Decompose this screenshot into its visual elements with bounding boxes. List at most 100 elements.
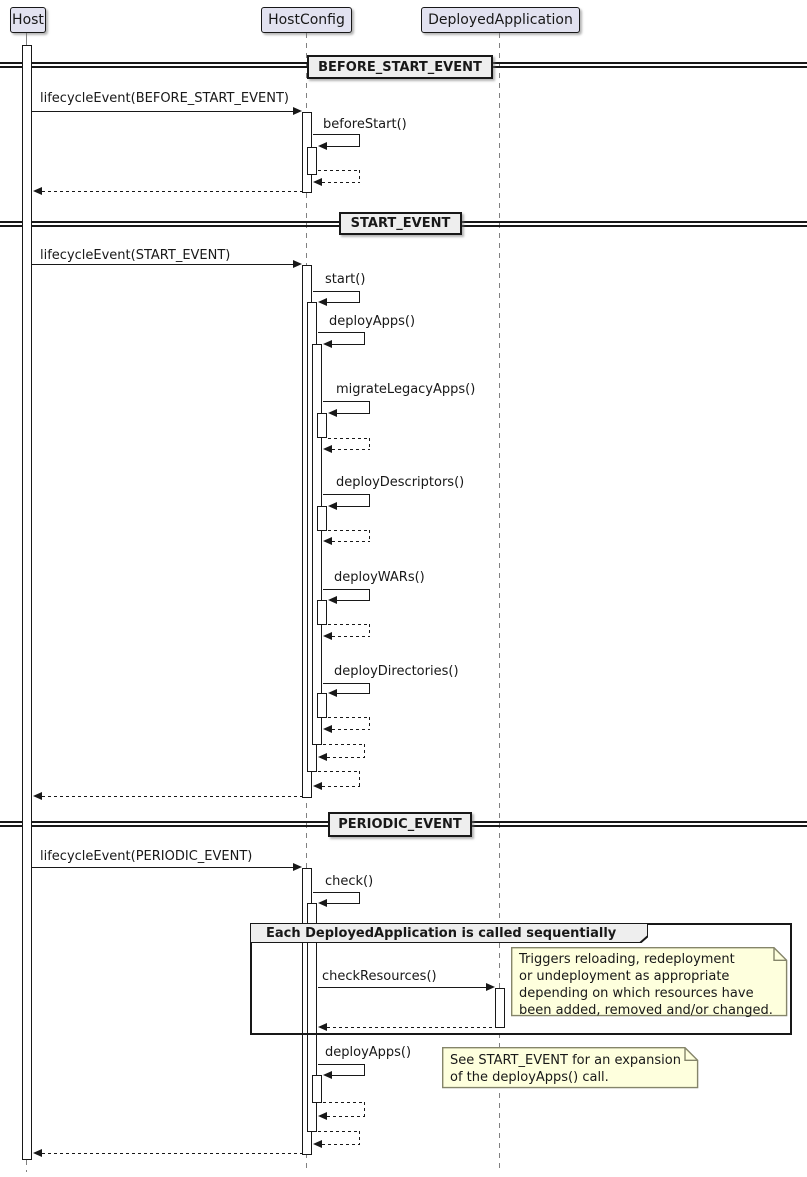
- arrowhead-return-deploywars: [323, 632, 332, 640]
- lifeline-host-tail: [26, 1160, 27, 1172]
- return-migratelegacyapps-out-line: [328, 438, 370, 440]
- participant-label-hostconfig: HostConfig: [268, 12, 345, 28]
- msg-start-back-line: [326, 302, 360, 304]
- return-deploydescriptors-out-line: [328, 530, 370, 532]
- msg-migratelegacyapps-out-line: [323, 401, 370, 403]
- message-label-migratelegacyapps: migrateLegacyApps(): [336, 382, 476, 397]
- message-line-lifecycle-periodic: [32, 867, 296, 869]
- divider-label-before-start-event: BEFORE_START_EVENT: [318, 59, 482, 75]
- msg-check-back-line: [326, 903, 360, 905]
- activation-deployedapplication-checkresources: [495, 988, 505, 1028]
- msg-start-out-line: [313, 291, 360, 293]
- participant-box-deployedapplication: DeployedApplication: [421, 7, 580, 33]
- group-title: Each DeployedApplication is called seque…: [266, 926, 617, 941]
- participant-box-hostconfig: HostConfig: [261, 7, 352, 33]
- message-label-start: start(): [325, 272, 366, 287]
- lifeline-deployedapplication: [499, 33, 500, 1172]
- return-start-back-line: [322, 786, 360, 788]
- msg-deploydescriptors-corner: [369, 494, 371, 507]
- divider-box-start-event: START_EVENT: [339, 212, 462, 235]
- msg-check-corner: [359, 892, 361, 904]
- msg-deployapps-periodic-back-line: [331, 1075, 365, 1077]
- arrowhead-return-to-host-periodic: [33, 1149, 42, 1157]
- note-see-start-shape: [442, 1047, 699, 1089]
- msg-deploywars-out-line: [323, 589, 370, 591]
- arrowhead-return-start: [313, 782, 322, 790]
- return-deploywars-corner: [369, 624, 371, 637]
- note-triggers-line2: or undeployment as appropriate: [519, 969, 730, 984]
- arrowhead-deploywars: [328, 596, 337, 604]
- participant-label-host: Host: [12, 12, 44, 28]
- arrowhead-return-checkresources: [318, 1023, 327, 1031]
- arrowhead-lifecycle-before-start: [293, 107, 302, 115]
- message-label-checkresources: checkResources(): [322, 969, 437, 984]
- group-header-shape: [250, 923, 648, 943]
- message-label-beforestart: beforeStart(): [323, 117, 407, 132]
- return-to-host-start-line: [42, 796, 302, 798]
- msg-deployapps-back-line: [331, 344, 365, 346]
- participant-box-host: Host: [10, 7, 46, 33]
- arrowhead-lifecycle-periodic: [293, 863, 302, 871]
- return-deployapps-corner: [364, 744, 366, 758]
- arrowhead-return-check: [313, 1140, 322, 1148]
- msg-deploydirectories-corner: [369, 683, 371, 694]
- msg-deploydescriptors-out-line: [323, 494, 370, 496]
- message-line-checkresources: [318, 987, 489, 989]
- msg-deployapps-corner: [364, 332, 366, 345]
- msg-deploydirectories-back-line: [336, 693, 370, 695]
- message-label-deployapps: deployApps(): [329, 314, 416, 329]
- msg-deployapps-periodic-out-line: [318, 1064, 365, 1066]
- message-label-lifecycle-periodic: lifecycleEvent(PERIODIC_EVENT): [40, 849, 253, 864]
- note-see-start-line2: of the deployApps() call.: [450, 1070, 609, 1085]
- arrowhead-beforestart: [318, 142, 327, 150]
- message-label-deployapps-periodic: deployApps(): [325, 1045, 412, 1060]
- message-label-deploywars: deployWARs(): [334, 570, 425, 585]
- return-deployapps-periodic-out-line: [323, 1102, 365, 1104]
- arrowhead-return-migratelegacyapps: [323, 445, 332, 453]
- arrowhead-checkresources: [486, 983, 495, 991]
- participant-label-deployedapplication: DeployedApplication: [428, 12, 573, 28]
- return-check-corner: [359, 1131, 361, 1145]
- note-triggers-line4: been added, removed and/or changed.: [519, 1003, 773, 1018]
- msg-deploydirectories-out-line: [323, 683, 370, 685]
- message-line-lifecycle-start: [32, 264, 296, 266]
- arrowhead-deploydirectories: [328, 689, 337, 697]
- note-triggers-line1: Triggers reloading, redeployment: [519, 952, 735, 967]
- return-beforestart-back-line: [322, 182, 360, 184]
- arrowhead-return-deployapps-periodic: [318, 1112, 327, 1120]
- msg-beforestart-back-line: [326, 146, 360, 148]
- message-label-lifecycle-start: lifecycleEvent(START_EVENT): [40, 248, 231, 263]
- return-check-out-line: [318, 1131, 360, 1133]
- msg-deploywars-back-line: [336, 600, 370, 602]
- msg-deployapps-periodic-corner: [364, 1064, 366, 1076]
- arrowhead-return-deploydirectories: [323, 725, 332, 733]
- return-deployapps-periodic-back-line: [327, 1116, 365, 1118]
- message-line-lifecycle-before-start: [32, 111, 296, 113]
- arrowhead-return-deployapps: [318, 753, 327, 761]
- message-label-lifecycle-before-start: lifecycleEvent(BEFORE_START_EVENT): [40, 91, 289, 106]
- note-triggers-shape: [511, 947, 788, 1017]
- return-to-host-before-line: [42, 191, 302, 193]
- activation-hostconfig-deploywars: [317, 600, 327, 625]
- activation-hostconfig-beforestart: [307, 147, 317, 175]
- arrowhead-deployapps: [323, 340, 332, 348]
- return-start-corner: [359, 771, 361, 787]
- activation-hostconfig-migratelegacyapps: [317, 413, 327, 438]
- return-start-out-line: [318, 771, 360, 773]
- return-deploywars-out-line: [328, 624, 370, 626]
- return-check-back-line: [322, 1144, 360, 1146]
- arrowhead-start: [318, 298, 327, 306]
- msg-check-out-line: [313, 892, 360, 894]
- divider-label-start-event: START_EVENT: [350, 216, 451, 231]
- return-deploydirectories-corner: [369, 717, 371, 730]
- msg-deploydescriptors-back-line: [336, 506, 370, 508]
- return-beforestart-out-line: [318, 170, 360, 172]
- msg-start-corner: [359, 291, 361, 303]
- msg-deployapps-out-line: [318, 332, 365, 334]
- msg-migratelegacyapps-back-line: [336, 413, 370, 415]
- msg-migratelegacyapps-corner: [369, 401, 371, 414]
- return-deploydescriptors-back-line: [332, 541, 370, 543]
- activation-hostconfig-deploydirectories: [317, 693, 327, 718]
- return-deploydirectories-out-line: [328, 717, 370, 719]
